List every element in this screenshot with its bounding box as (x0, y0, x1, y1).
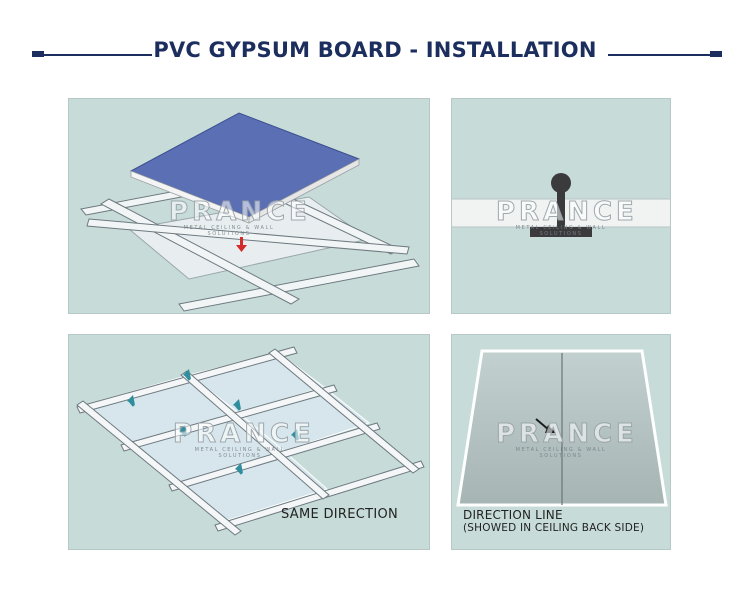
direction-arrow-icon (233, 399, 241, 411)
tbar-section-illustration (452, 173, 670, 237)
header-rule-left-cap (32, 51, 44, 57)
panel-direction-line: PRANCE METAL CEILING & WALL SOLUTIONS DI… (451, 334, 671, 550)
board-drop-illustration (80, 112, 420, 312)
down-arrow-icon (236, 237, 247, 252)
watermark: PRANCE METAL CEILING & WALL SOLUTIONS (173, 419, 315, 460)
watermark-tagline: METAL CEILING & WALL SOLUTIONS (515, 225, 607, 237)
direction-arrow-icon (235, 463, 243, 475)
panel-tbar-section: PRANCE METAL CEILING & WALL SOLUTIONS (451, 98, 671, 314)
pointer-arrow-icon (535, 418, 556, 433)
watermark-name: PRANCE (496, 419, 638, 450)
page-title: PVC GYPSUM BOARD - INSTALLATION (153, 38, 597, 62)
direction-line-illustration (456, 349, 668, 507)
watermark-name: PRANCE (169, 197, 311, 228)
header-rule-right-cap (710, 51, 722, 57)
header-rule-left (42, 54, 152, 56)
panel-subcaption-direction-line: (SHOWED IN CEILING BACK SIDE) (463, 522, 645, 534)
watermark-tagline: METAL CEILING & WALL SOLUTIONS (194, 447, 286, 459)
direction-arrow-icon (179, 425, 187, 437)
watermark: PRANCE METAL CEILING & WALL SOLUTIONS (169, 197, 311, 238)
direction-arrow-icon (127, 395, 135, 407)
panel-caption-direction-line: DIRECTION LINE (463, 508, 563, 522)
watermark-tagline: METAL CEILING & WALL SOLUTIONS (515, 447, 607, 459)
direction-arrow-icon (183, 369, 191, 381)
panel-board-drop: PRANCE METAL CEILING & WALL SOLUTIONS (68, 98, 430, 314)
watermark-name: PRANCE (173, 419, 315, 450)
watermark-name: PRANCE (496, 197, 638, 228)
panel-caption-same-direction: SAME DIRECTION (281, 507, 399, 522)
direction-arrow-icon (291, 429, 299, 441)
watermark: PRANCE METAL CEILING & WALL SOLUTIONS (496, 419, 638, 460)
panel-same-direction: PRANCE METAL CEILING & WALL SOLUTIONS SA… (68, 334, 430, 550)
watermark: PRANCE METAL CEILING & WALL SOLUTIONS (496, 197, 638, 238)
watermark-tagline: METAL CEILING & WALL SOLUTIONS (183, 225, 275, 237)
same-direction-illustration (76, 346, 425, 536)
header-rule-right (608, 54, 716, 56)
